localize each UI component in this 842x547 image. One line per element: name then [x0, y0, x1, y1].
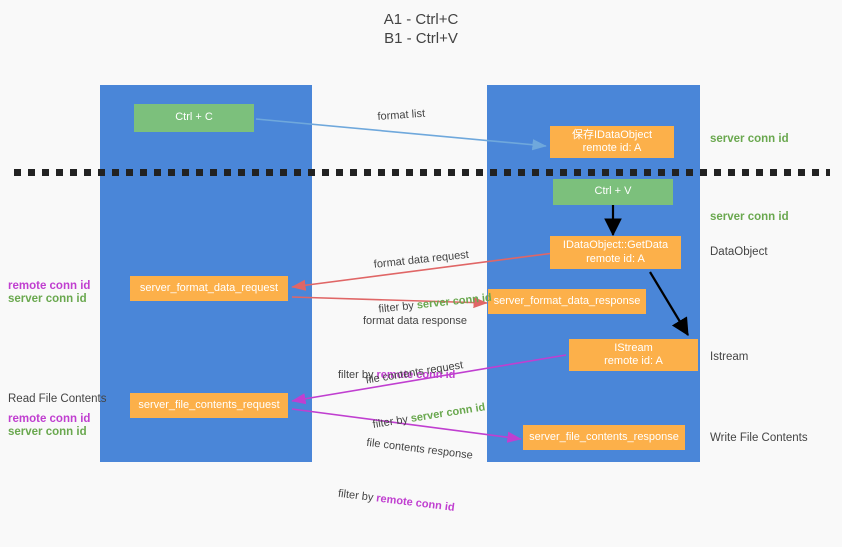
edge-label-file-contents-response-line2: filter by remote conn id — [337, 487, 467, 518]
edge-filter-prefix-2: filter by — [338, 369, 377, 381]
edge-label-file-contents-response: file contents response filter by remote … — [337, 406, 477, 547]
label-istream: Istream — [710, 351, 749, 363]
node-server-file-contents-response[interactable]: server_file_contents_response — [523, 425, 685, 450]
node-idataobject-getdata[interactable]: IDataObject::GetData remote id: A — [550, 236, 681, 269]
label-read-file-contents: Read File Contents — [8, 393, 107, 405]
label-remote-conn-id-bottom: remote conn id — [8, 413, 91, 425]
edge-label-format-data-response: format data response filter by remote co… — [338, 284, 467, 413]
edge-label-file-contents-response-line1: file contents response — [365, 436, 474, 462]
node-ctrl-c[interactable]: Ctrl + C — [134, 104, 254, 132]
node-ctrl-v[interactable]: Ctrl + V — [553, 179, 673, 205]
label-write-file-contents: Write File Contents — [710, 432, 808, 444]
edge-label-format-list: format list — [377, 107, 426, 123]
label-server-conn-id-left-mid: server conn id — [8, 293, 87, 305]
node-server-format-data-response[interactable]: server_format_data_response — [488, 289, 646, 314]
edge-label-file-contents-request-line1: file contents request — [364, 359, 464, 387]
label-server-conn-id-mid: server conn id — [710, 211, 789, 223]
node-istream[interactable]: IStream remote id: A — [569, 339, 698, 371]
edge-filter-key-remote-conn-id: remote conn id — [376, 369, 456, 381]
edge-label-format-data-request-line1: format data request — [373, 248, 470, 271]
page-title: A1 - Ctrl+C B1 - Ctrl+V — [383, 11, 459, 47]
node-server-file-contents-request[interactable]: server_file_contents_request — [130, 393, 288, 418]
node-server-format-data-request[interactable]: server_format_data_request — [130, 276, 288, 301]
diagram-canvas: A1 - Ctrl+C B1 - Ctrl+V A1 remote B1 con… — [8, 11, 830, 514]
edge-filter-key-remote-conn-id-2: remote conn id — [375, 492, 456, 514]
label-remote-conn-id-mid: remote conn id — [8, 280, 91, 292]
label-server-conn-id-bottom: server conn id — [8, 426, 87, 438]
node-store-idataobject[interactable]: 保存IDataObject remote id: A — [550, 126, 674, 158]
label-dataobject: DataObject — [710, 246, 768, 258]
edge-label-format-data-response-line2: filter by remote conn id — [338, 368, 467, 383]
edge-label-format-data-response-line1: format data response — [363, 315, 467, 327]
label-server-conn-id-top: server conn id — [710, 133, 789, 145]
edge-filter-prefix-4: filter by — [337, 487, 378, 505]
